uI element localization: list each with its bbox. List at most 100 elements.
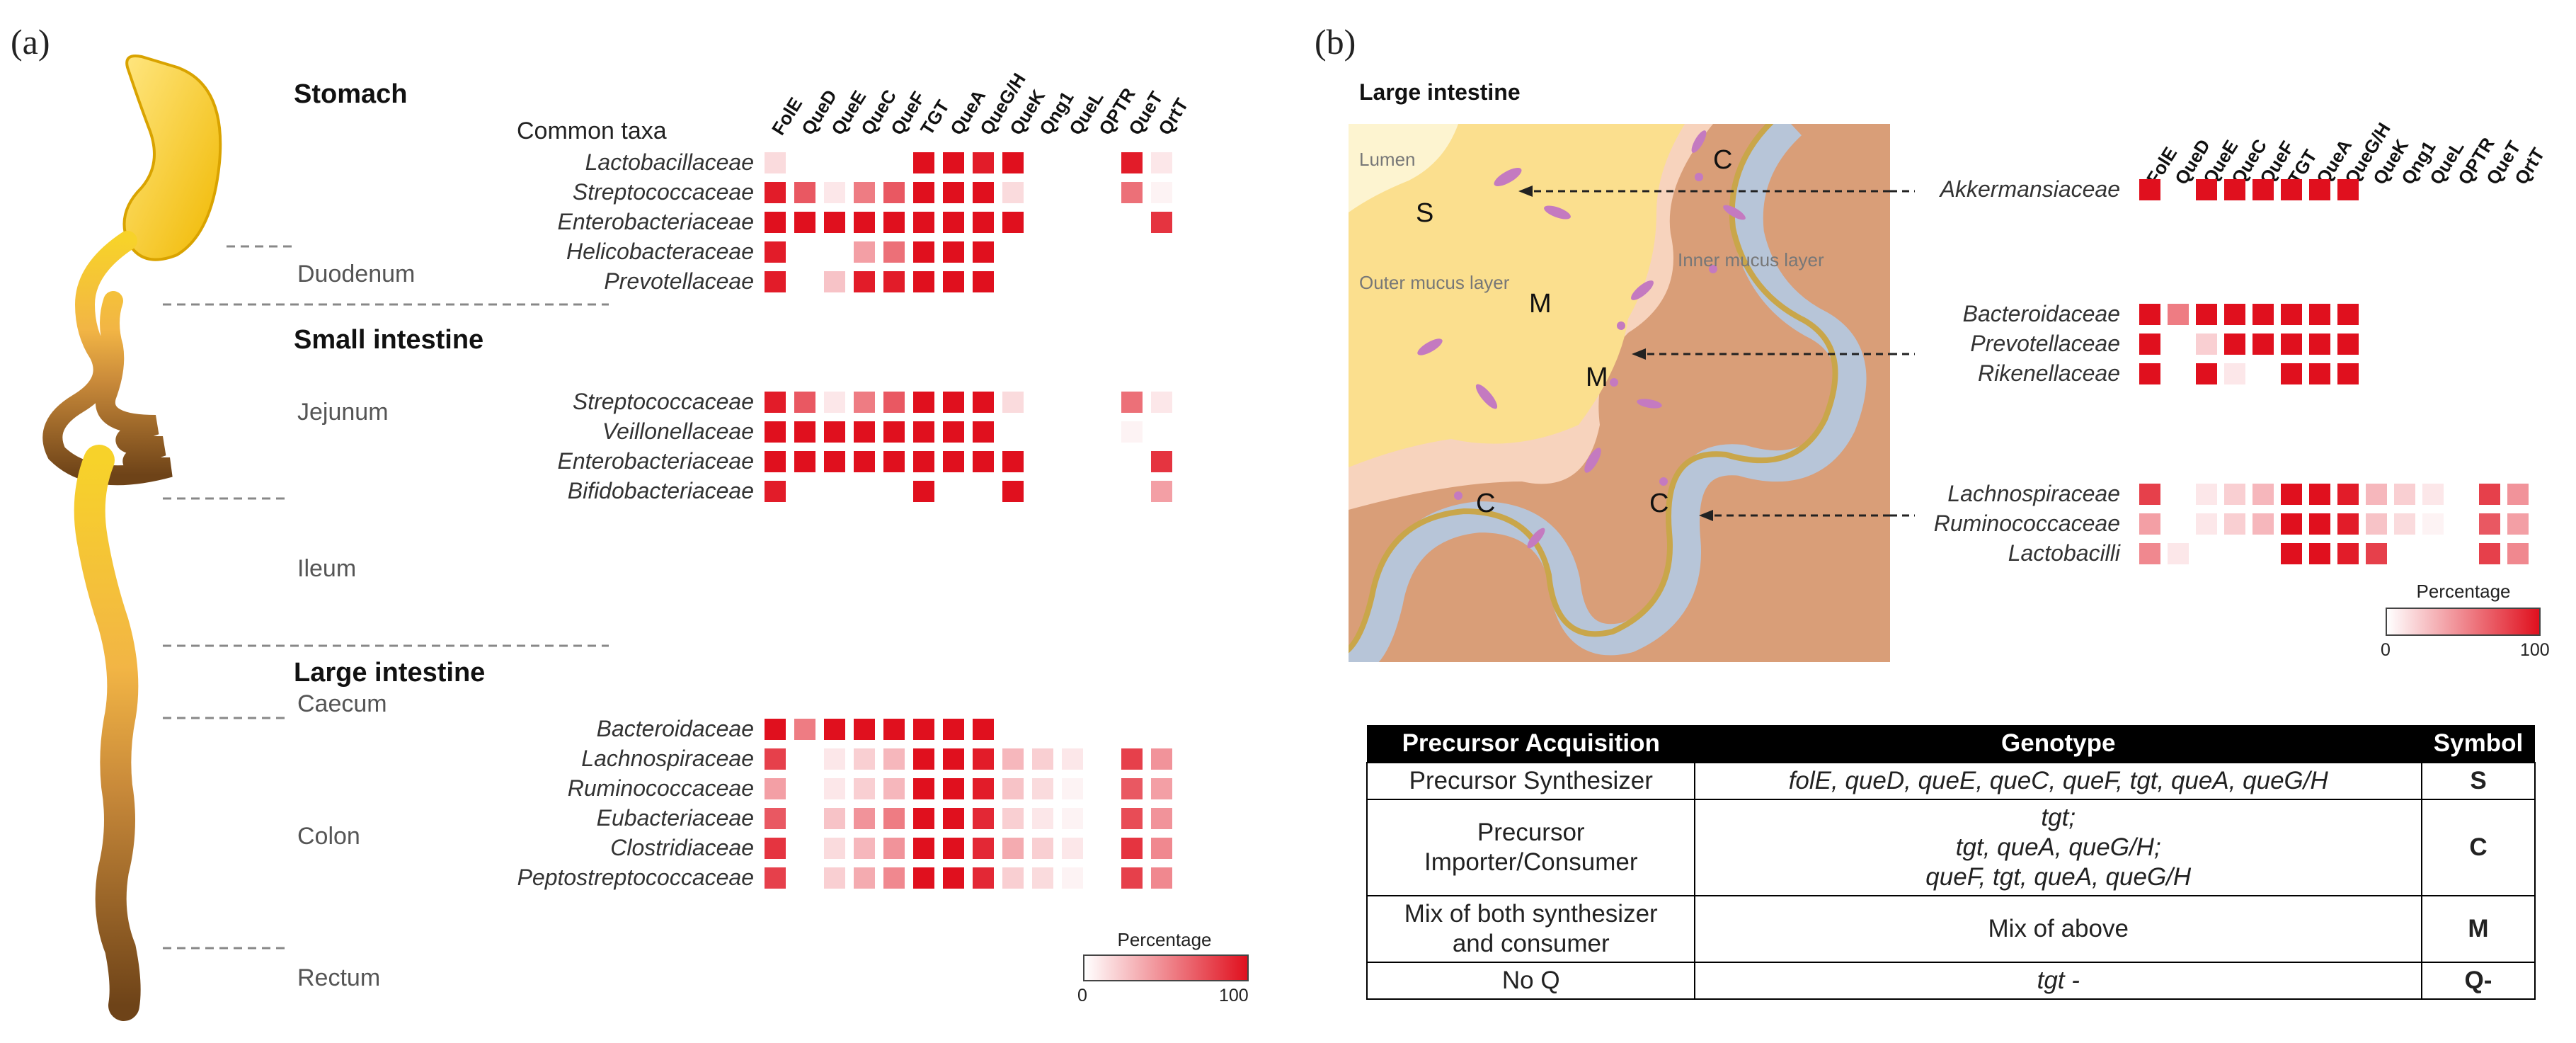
scene-label-C2: C bbox=[1476, 489, 1496, 518]
heatmap-cell bbox=[2196, 334, 2217, 355]
heatmap-cell bbox=[2309, 543, 2330, 564]
heatmap-cell bbox=[2337, 513, 2359, 535]
heatmap-cell bbox=[2196, 179, 2217, 200]
heatmap-cell bbox=[2309, 304, 2330, 325]
table-cell-acq: No Q bbox=[1366, 962, 1696, 1000]
heatmap-cell bbox=[883, 241, 905, 263]
heatmap-cell bbox=[765, 719, 786, 740]
heatmap-cell bbox=[1151, 182, 1172, 203]
heatmap-cell bbox=[973, 867, 994, 889]
heatmap-cell bbox=[854, 719, 875, 740]
heatmap-cell bbox=[973, 748, 994, 770]
taxon-label: Bifidobacteriaceae bbox=[567, 478, 754, 503]
taxon-label: Streptococcaceae bbox=[572, 179, 754, 205]
heatmap-cell bbox=[1151, 838, 1172, 859]
heatmap-cell bbox=[943, 838, 964, 859]
heatmap-cell bbox=[765, 212, 786, 233]
taxon-label: Eubacteriaceae bbox=[596, 805, 754, 831]
legend-a-max: 100 bbox=[1219, 986, 1249, 1005]
heatmap-cell bbox=[1151, 748, 1172, 770]
heatmap-cell bbox=[824, 808, 845, 829]
legend-b-max: 100 bbox=[2520, 640, 2550, 660]
heatmap-cell bbox=[765, 481, 786, 502]
heatmap-cell bbox=[2309, 363, 2330, 384]
taxon-label: Peptostreptococcaceae bbox=[517, 865, 754, 890]
geno-line: queF, tgt, queA, queG/H bbox=[1925, 863, 2192, 891]
taxon-label: Lactobacillaceae bbox=[585, 149, 754, 175]
heatmap-cell bbox=[824, 212, 845, 233]
heatmap-cell bbox=[2252, 304, 2274, 325]
heatmap-cell bbox=[913, 748, 934, 770]
heatmap-cell bbox=[2309, 484, 2330, 505]
heatmap-cell bbox=[973, 392, 994, 413]
table-row: No Q tgt - Q- bbox=[1366, 962, 2536, 1000]
heatmap-cell bbox=[2507, 484, 2529, 505]
heatmap-cell bbox=[794, 421, 815, 443]
heatmap-cell bbox=[2366, 513, 2387, 535]
heatmap-cell bbox=[2252, 513, 2274, 535]
heatmap-cell bbox=[1062, 867, 1083, 889]
scene-label-C1: C bbox=[1713, 145, 1733, 175]
heatmap-cell bbox=[824, 719, 845, 740]
heatmap-cell bbox=[1151, 152, 1172, 173]
heatmap-cell bbox=[1121, 838, 1143, 859]
heatmap-cell bbox=[2337, 363, 2359, 384]
scene-lumen: Lumen bbox=[1359, 149, 1416, 170]
heatmap-cell bbox=[2139, 543, 2160, 564]
heatmap-cell bbox=[2281, 543, 2302, 564]
heatmap-cell bbox=[883, 808, 905, 829]
heatmap-cell bbox=[973, 182, 994, 203]
heatmap-cell bbox=[2337, 484, 2359, 505]
legend-a-colorbar bbox=[1083, 954, 1249, 981]
heatmap-cell bbox=[973, 778, 994, 799]
heatmap-cell bbox=[1032, 748, 1053, 770]
heatmap-cell bbox=[2394, 484, 2415, 505]
heatmap-cell bbox=[2196, 363, 2217, 384]
table-cell-geno: tgt - bbox=[1694, 962, 2422, 1000]
heatmap-cell bbox=[765, 241, 786, 263]
heatmap-cell bbox=[1002, 808, 1024, 829]
heatmap-cell bbox=[913, 182, 934, 203]
heatmap-cell bbox=[765, 867, 786, 889]
heatmap-cell bbox=[854, 212, 875, 233]
heatmap-cell bbox=[943, 212, 964, 233]
heatmap-cell bbox=[943, 748, 964, 770]
legend-b-colorbar bbox=[2386, 608, 2541, 636]
heatmap-cell bbox=[943, 421, 964, 443]
heatmap-cell bbox=[2139, 484, 2160, 505]
precursor-table: Precursor Acquisition Genotype Symbol Pr… bbox=[1366, 725, 2536, 1000]
heatmap-cell bbox=[913, 212, 934, 233]
heatmap-cell bbox=[1121, 421, 1143, 443]
heatmap-cell bbox=[1151, 867, 1172, 889]
heatmap-cell bbox=[1062, 808, 1083, 829]
heatmap-cell bbox=[1032, 838, 1053, 859]
heatmap-cell bbox=[2196, 513, 2217, 535]
heatmap-cell bbox=[883, 271, 905, 292]
pointer-arrows-ext bbox=[1890, 190, 1915, 517]
heatmap-cell bbox=[824, 867, 845, 889]
table-cell-sym: C bbox=[2421, 799, 2536, 896]
heatmap-cell bbox=[883, 867, 905, 889]
heatmap-cell bbox=[883, 392, 905, 413]
table-row: Precursor Importer/Consumer tgt; tgt, qu… bbox=[1366, 799, 2536, 896]
region-dividers bbox=[163, 245, 609, 950]
heatmap-cell bbox=[943, 152, 964, 173]
heatmap-cell bbox=[1002, 212, 1024, 233]
heatmap-cell bbox=[883, 212, 905, 233]
subregion-ileum: Ileum bbox=[297, 555, 357, 582]
bacteria bbox=[1417, 130, 1746, 549]
taxon-label: Helicobacteraceae bbox=[566, 239, 754, 264]
epithelium-villi bbox=[1349, 124, 1867, 662]
heatmap-cell bbox=[943, 867, 964, 889]
heatmap-cell bbox=[2337, 543, 2359, 564]
table-header-acquisition: Precursor Acquisition bbox=[1367, 725, 1695, 763]
heatmap-cell bbox=[854, 241, 875, 263]
heatmap-cell bbox=[2252, 334, 2274, 355]
legend-a-min: 0 bbox=[1077, 986, 1087, 1005]
heatmap-cell bbox=[2479, 513, 2500, 535]
heatmap-cell bbox=[765, 421, 786, 443]
panel-a-label: (a) bbox=[11, 22, 50, 62]
heatmap-cell bbox=[2139, 363, 2160, 384]
heatmap-cell bbox=[2281, 484, 2302, 505]
subregion-jejunum: Jejunum bbox=[297, 399, 389, 426]
